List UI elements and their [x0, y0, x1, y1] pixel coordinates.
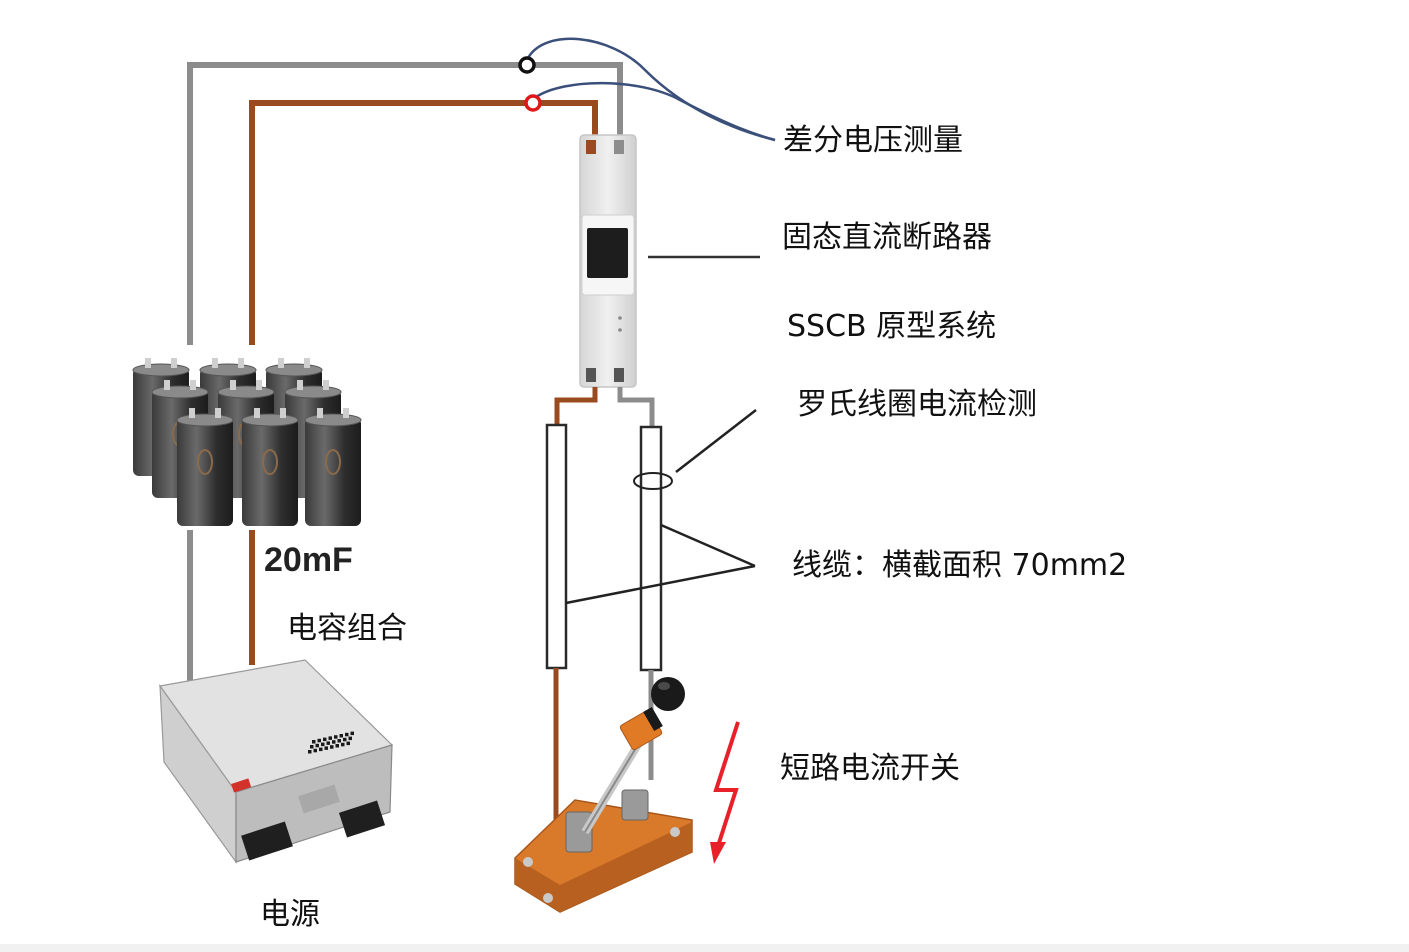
vent-hole: [337, 739, 341, 743]
vent-hole: [345, 732, 349, 737]
vent-hole: [319, 747, 323, 752]
probe-wire-black: [526, 37, 776, 142]
vent-hole: [346, 741, 350, 746]
vent-hole: [317, 738, 321, 743]
vent-hole: [315, 743, 319, 748]
sscb-proto-label: SSCB 原型系统: [787, 309, 996, 344]
power-supply-label: 电源: [260, 897, 320, 932]
vent-hole: [334, 735, 338, 739]
sscb-display: [587, 228, 628, 278]
rogowski-label: 罗氏线圈电流检测: [797, 387, 1037, 422]
vent-hole: [312, 740, 316, 744]
sscb-label: 固态直流断路器: [782, 220, 992, 255]
vent-hole: [324, 746, 328, 750]
vent-hole: [308, 750, 312, 754]
cable-positive: [545, 423, 568, 670]
probe-point-red: [524, 94, 542, 112]
capacitor-icon: [241, 408, 299, 526]
capacitor-icon: [304, 408, 362, 526]
power-supply-icon: [158, 659, 394, 864]
vent-hole: [313, 748, 317, 753]
cable-leader-line-1: [565, 564, 756, 605]
bottom-band: [0, 944, 1409, 952]
vent-hole: [335, 744, 339, 748]
knife-switch-icon: [514, 677, 693, 913]
rogowski-leader-line: [675, 409, 757, 473]
vent-hole: [323, 737, 327, 742]
capacitance-value: 20mF: [264, 541, 353, 579]
capacitor-bank: [132, 358, 362, 526]
vent-hole: [348, 736, 352, 741]
vent-hole: [332, 740, 336, 744]
vent-hole: [350, 731, 354, 736]
probe-wire-red: [535, 81, 776, 142]
brown-wire-to-cable: [554, 387, 598, 428]
vent-hole: [328, 736, 332, 740]
lightning-icon: [710, 721, 740, 864]
sscb-device-icon: [579, 134, 637, 388]
short-switch-label: 短路电流开关: [780, 751, 960, 786]
probe-point-black: [518, 56, 536, 74]
vent-hole: [339, 734, 343, 738]
cable-leader-line-2: [660, 523, 756, 568]
vent-hole: [330, 745, 334, 749]
cable-negative: [639, 425, 663, 672]
capacitor-icon: [176, 408, 234, 526]
gray-wire-top: [187, 62, 623, 345]
vent-hole: [310, 745, 314, 749]
diff-voltage-label: 差分电压测量: [783, 123, 963, 158]
brown-wire-top: [249, 100, 598, 345]
rogowski-coil-icon: [633, 472, 673, 490]
capacitor-bank-label: 电容组合: [287, 611, 407, 646]
vent-hole: [341, 742, 345, 747]
cable-label: 线缆：横截面积 70mm2: [792, 548, 1127, 583]
vent-hole: [321, 742, 325, 747]
vent-hole: [343, 737, 347, 742]
gray-wire-to-cable: [617, 387, 655, 428]
vent-hole: [326, 741, 330, 745]
